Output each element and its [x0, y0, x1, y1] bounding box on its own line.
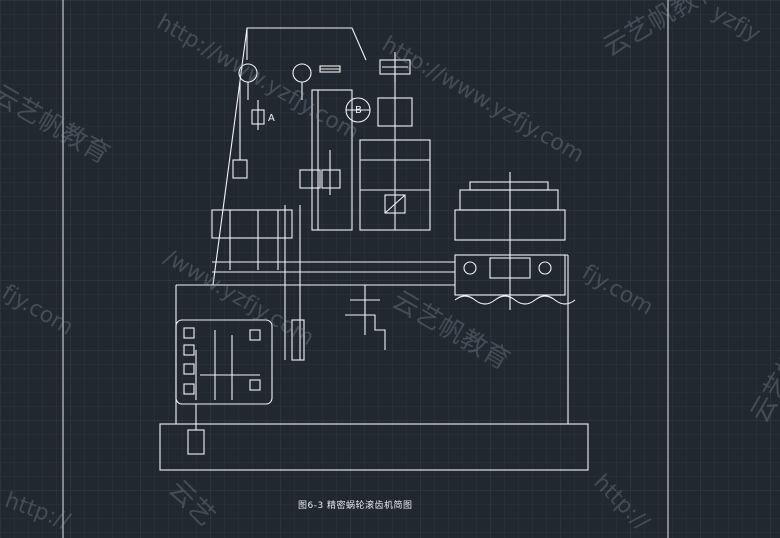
figure-caption: 图6-3 精密蜗轮滚齿机简图: [298, 501, 413, 511]
machine-schematic: [159, 27, 589, 471]
hob-motor-block: [359, 139, 431, 231]
label-a: A: [268, 113, 275, 124]
hob-column: [311, 89, 353, 231]
label-b: B: [355, 105, 362, 116]
feed-gearbox: [175, 319, 273, 405]
schematic-text-labels: A B: [268, 105, 362, 124]
machine-base: [159, 423, 589, 471]
drawing-frame: [62, 0, 669, 538]
